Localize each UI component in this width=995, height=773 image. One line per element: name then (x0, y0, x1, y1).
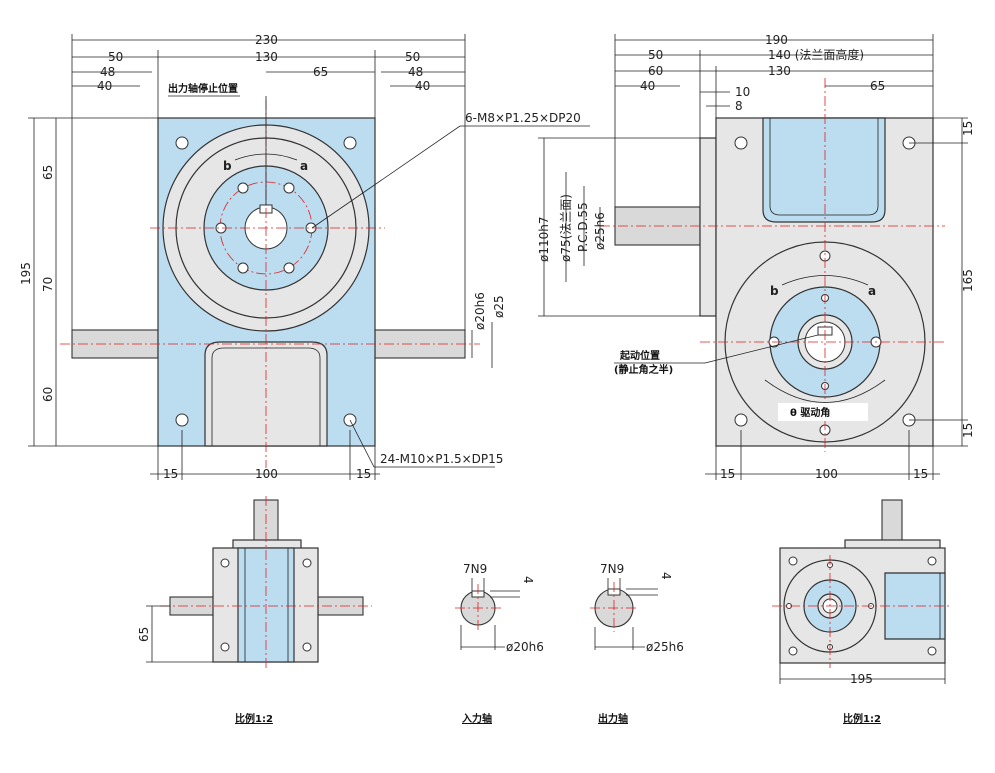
output-shaft-label: 出力轴 (598, 712, 628, 725)
dim-side-8: 8 (735, 99, 743, 113)
dim-side-130: 130 (768, 64, 791, 78)
in-key-label: 7N9 (463, 562, 487, 576)
dim-75: ø75(法兰面) (559, 194, 573, 262)
small-dim-65: 65 (137, 627, 151, 642)
dim-v-70: 70 (41, 277, 55, 292)
small-dim-195: 195 (850, 672, 873, 686)
start-pos-label-1: 起动位置 (619, 349, 660, 362)
dim-25h6: ø25h6 (593, 212, 607, 250)
thread-top-label: 6-M8×P1.25×DP20 (465, 111, 581, 125)
dim-side-50: 50 (648, 48, 663, 62)
dim-left-48: 48 (100, 65, 115, 79)
dim-side-60: 60 (648, 64, 663, 78)
dim-shaft-20h6: ø20h6 (473, 292, 487, 330)
input-shaft-section: 7N9 4 ø20h6 入力轴 (455, 562, 544, 725)
dim-side-140: 140 (法兰面高度) (768, 47, 864, 62)
front-view: b a 出力轴停止位置 6-M8×P1.25×DP20 24-M10×P1.5×… (19, 33, 590, 481)
input-shaft-label: 入力轴 (462, 712, 492, 725)
dim-v-65: 65 (41, 165, 55, 180)
dim-195: 195 (19, 262, 33, 285)
out-depth-label: 4 (659, 572, 673, 580)
dir-b-label: b (223, 159, 232, 173)
out-dia-label: ø25h6 (646, 640, 684, 654)
dim-bottom-15-right: 15 (356, 467, 371, 481)
dim-230: 230 (255, 33, 278, 47)
dim-right-40: 40 (415, 79, 430, 93)
in-depth-label: 4 (521, 576, 535, 584)
dim-side-40: 40 (640, 79, 655, 93)
dim-bottom-15-left: 15 (163, 467, 178, 481)
drive-angle-label: θ 驱动角 (790, 406, 830, 419)
dim-right-165: 165 (961, 269, 975, 292)
small-top-view: 65 比例1:2 (137, 496, 372, 725)
dim-bottom-100: 100 (255, 467, 278, 481)
thread-bottom-label: 24-M10×P1.5×DP15 (380, 452, 503, 466)
side-top-notch (762, 117, 886, 223)
dim-right-15-top: 15 (961, 121, 975, 136)
dim-110h7: ø110h7 (537, 217, 551, 263)
dim-side-10: 10 (735, 85, 750, 99)
side-dir-b: b (770, 284, 779, 298)
dim-130: 130 (255, 50, 278, 64)
dim-left-40: 40 (97, 79, 112, 93)
dim-left-50: 50 (108, 50, 123, 64)
start-pos-label-2: (静止角之半) (614, 363, 673, 376)
out-key-label: 7N9 (600, 562, 624, 576)
side-dir-a: a (868, 284, 876, 298)
side-flange (699, 137, 717, 317)
side-dim-15-right: 15 (913, 467, 928, 481)
dim-side-65: 65 (870, 79, 885, 93)
dim-shaft-25: ø25 (492, 295, 506, 318)
in-dia-label: ø20h6 (506, 640, 544, 654)
dir-a-label: a (300, 159, 308, 173)
side-dim-15-left: 15 (720, 467, 735, 481)
side-view: b a θ 驱动角 起动位置 (静止角之半) 190 50 140 (法兰面高度… (537, 33, 975, 481)
dim-right-15-bottom: 15 (961, 423, 975, 438)
dim-right-48: 48 (408, 65, 423, 79)
scale-right-label: 比例1:2 (843, 712, 881, 725)
dim-190: 190 (765, 33, 788, 47)
side-dim-100: 100 (815, 467, 838, 481)
dim-right-50: 50 (405, 50, 420, 64)
dim-v-60: 60 (41, 387, 55, 402)
small-side-view: 195 比例1:2 (772, 499, 950, 725)
dim-65: 65 (313, 65, 328, 79)
output-stop-label: 出力轴停止位置 (168, 82, 238, 95)
dim-pcd55: P.C.D.55 (576, 202, 590, 252)
output-shaft-section: 7N9 4 ø25h6 出力轴 (590, 562, 684, 725)
scale-left-label: 比例1:2 (235, 712, 273, 725)
